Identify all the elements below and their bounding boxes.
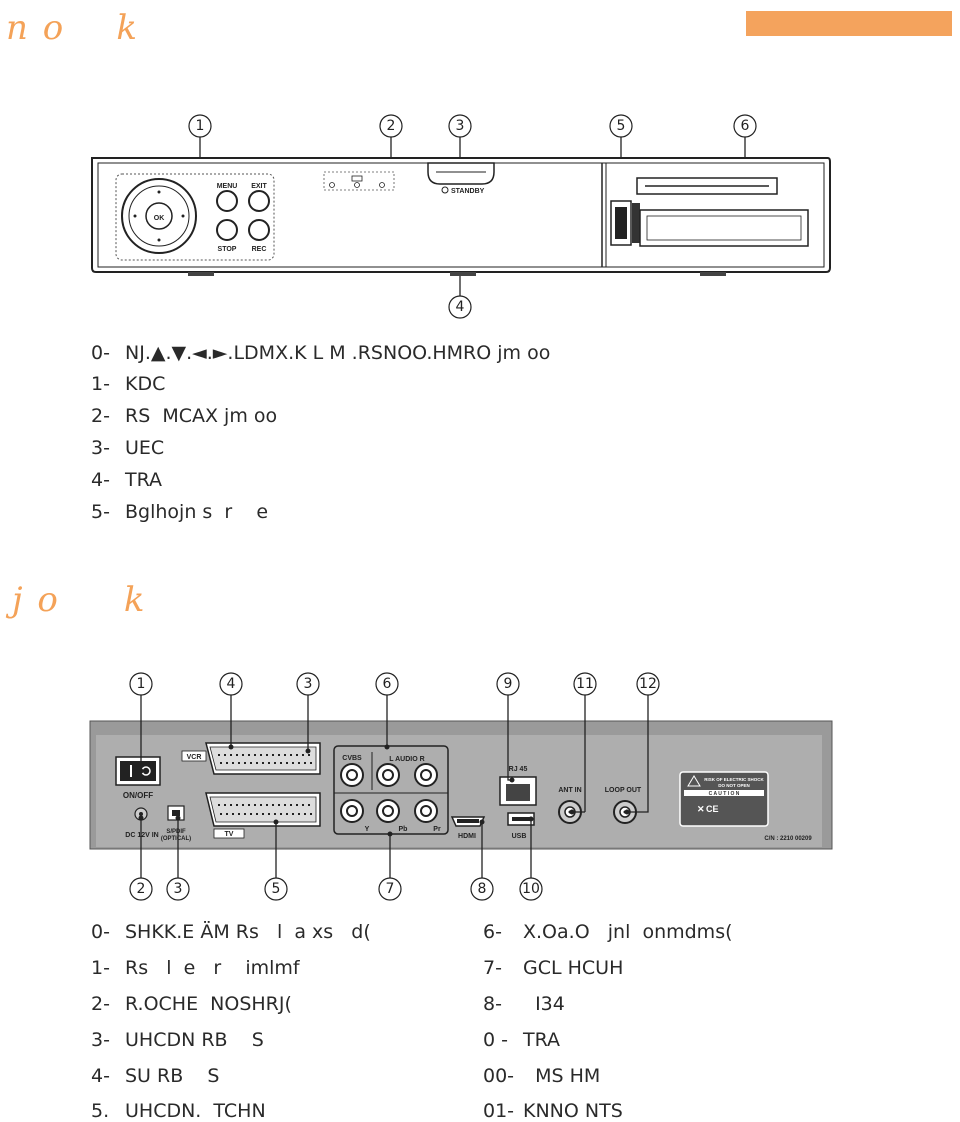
rear-item-left-2: 2-R.OCHE NOSHRJ( — [91, 993, 292, 1015]
svg-text:Pr: Pr — [433, 826, 441, 833]
svg-text:HDMI: HDMI — [458, 833, 476, 840]
rear-panel-heading: j o k — [12, 580, 147, 620]
svg-text:1: 1 — [196, 118, 205, 134]
svg-text:4: 4 — [456, 299, 465, 315]
scart-tv: TV — [205, 792, 321, 839]
svg-text:2: 2 — [387, 118, 396, 134]
rear-item-right-3: 0 -TRA — [483, 1029, 561, 1051]
rear-item-left-1: 1-Rs l e r imlmf — [91, 957, 300, 979]
rear-panel-figure: 1 4 3 6 9 11 12 2 3 5 7 8 10 ON/OFF — [89, 672, 833, 901]
rear-item-left-3: 3-UHCDN RB S — [91, 1029, 264, 1051]
svg-text:Pb: Pb — [399, 826, 408, 833]
svg-text:MENU: MENU — [217, 183, 238, 190]
svg-text:STANDBY: STANDBY — [451, 188, 485, 195]
rca-audio-r — [414, 763, 438, 787]
svg-text:8: 8 — [478, 881, 487, 897]
rear-usb-port: USB — [507, 812, 535, 840]
svg-text:S/PDIF: S/PDIF — [166, 829, 186, 835]
svg-text:6: 6 — [741, 118, 750, 134]
scart-vcr: VCR — [181, 742, 321, 775]
rear-item-right-4: 00- MS HM — [483, 1065, 601, 1087]
svg-text:5: 5 — [617, 118, 626, 134]
svg-text:10: 10 — [522, 881, 540, 897]
warning-label: RISK OF ELECTRIC SHOCK DO NOT OPEN C A U… — [679, 771, 769, 827]
rca-pr — [414, 799, 438, 823]
rj45-port: RJ 45 — [499, 766, 537, 806]
recycle-icon: ✕ — [697, 804, 705, 814]
svg-text:5: 5 — [272, 881, 281, 897]
serial-number: C/N : 2210 00209 — [764, 836, 812, 842]
svg-text:C A U T I O N: C A U T I O N — [709, 791, 740, 797]
rca-pb — [376, 799, 400, 823]
svg-text:LOOP OUT: LOOP OUT — [605, 787, 642, 794]
svg-text:3: 3 — [304, 676, 313, 692]
rca-y — [340, 799, 364, 823]
rca-cvbs — [340, 763, 364, 787]
svg-text:USB: USB — [512, 833, 527, 840]
svg-text:9: 9 — [504, 676, 513, 692]
led-indicators — [323, 171, 395, 191]
svg-text:6: 6 — [383, 676, 392, 692]
svg-text:EXIT: EXIT — [251, 183, 267, 190]
rear-leaders-top — [138, 695, 649, 815]
front-display — [427, 162, 495, 185]
front-buttons: MENU EXIT STOP REC — [216, 183, 270, 253]
front-item-2: 2-RS MCAX jm oo — [91, 405, 278, 427]
svg-text:(OPTICAL): (OPTICAL) — [161, 836, 191, 842]
svg-text:ANT IN: ANT IN — [558, 787, 581, 794]
rear-item-left-4: 4-SU RB S — [91, 1065, 220, 1087]
svg-text:3: 3 — [456, 118, 465, 134]
rear-item-left-0: 0-SHKK.E ÄM Rs l a xs d( — [91, 921, 371, 943]
svg-text:1: 1 — [137, 676, 146, 692]
hdmi-port: HDMI — [450, 816, 486, 840]
svg-text:3: 3 — [174, 881, 183, 897]
svg-text:STOP: STOP — [218, 246, 237, 253]
rear-item-right-1: 7-GCL HCUH — [483, 957, 624, 979]
svg-text:REC: REC — [252, 246, 267, 253]
card-slots — [636, 177, 809, 247]
front-item-4: 4-TRA — [91, 469, 163, 491]
front-usb — [610, 200, 640, 246]
header-accent-bar — [746, 11, 952, 36]
rca-audio-l — [376, 763, 400, 787]
rear-item-right-5: 01-KNNO NTS — [483, 1100, 623, 1122]
rear-callouts-top: 1 4 3 6 9 11 12 — [129, 672, 660, 696]
rear-callouts-bottom: 2 3 5 7 8 10 — [129, 877, 543, 901]
svg-text:DO NOT OPEN: DO NOT OPEN — [718, 783, 750, 788]
front-item-3: 3-UEC — [91, 437, 165, 459]
svg-text:CVBS: CVBS — [342, 755, 362, 762]
svg-text:RJ 45: RJ 45 — [509, 766, 528, 773]
svg-text:7: 7 — [386, 881, 395, 897]
front-item-5: 5-Bglhojn s r e — [91, 501, 269, 523]
svg-text:CE: CE — [706, 804, 719, 814]
svg-text:RISK OF ELECTRIC SHOCK: RISK OF ELECTRIC SHOCK — [704, 777, 764, 782]
svg-text:L AUDIO R: L AUDIO R — [389, 756, 424, 763]
rear-item-left-5: 5.UHCDN. TCHN — [91, 1100, 266, 1122]
svg-text:11: 11 — [576, 676, 594, 692]
front-panel-figure: 1 2 3 5 6 4 — [91, 114, 831, 319]
svg-text:TV: TV — [225, 831, 234, 838]
svg-text:2: 2 — [137, 881, 146, 897]
nav-wheel: OK — [121, 178, 197, 254]
svg-text:12: 12 — [639, 676, 657, 692]
front-item-0: 0-NJ.▲.▼.◄.►.LDMX.K L M .RSNOO.HMRO jm o… — [91, 342, 551, 364]
front-item-1: 1-KDC — [91, 373, 166, 395]
rear-item-right-0: 6-X.Oa.O jnl onmdms( — [483, 921, 733, 943]
ant-in-port: ANT IN — [558, 787, 582, 824]
svg-text:Y: Y — [365, 826, 370, 833]
svg-text:VCR: VCR — [187, 754, 202, 761]
svg-text:ON/OFF: ON/OFF — [123, 791, 153, 800]
svg-text:OK: OK — [154, 215, 165, 222]
rear-leaders-bottom — [138, 815, 534, 878]
svg-text:DC 12V IN: DC 12V IN — [125, 832, 158, 839]
front-control-frame — [115, 173, 275, 261]
power-switch: ON/OFF — [115, 756, 161, 800]
front-panel-heading: n o k — [6, 8, 140, 48]
svg-text:4: 4 — [227, 676, 236, 692]
rear-item-right-2: 8- I34 — [483, 993, 565, 1015]
